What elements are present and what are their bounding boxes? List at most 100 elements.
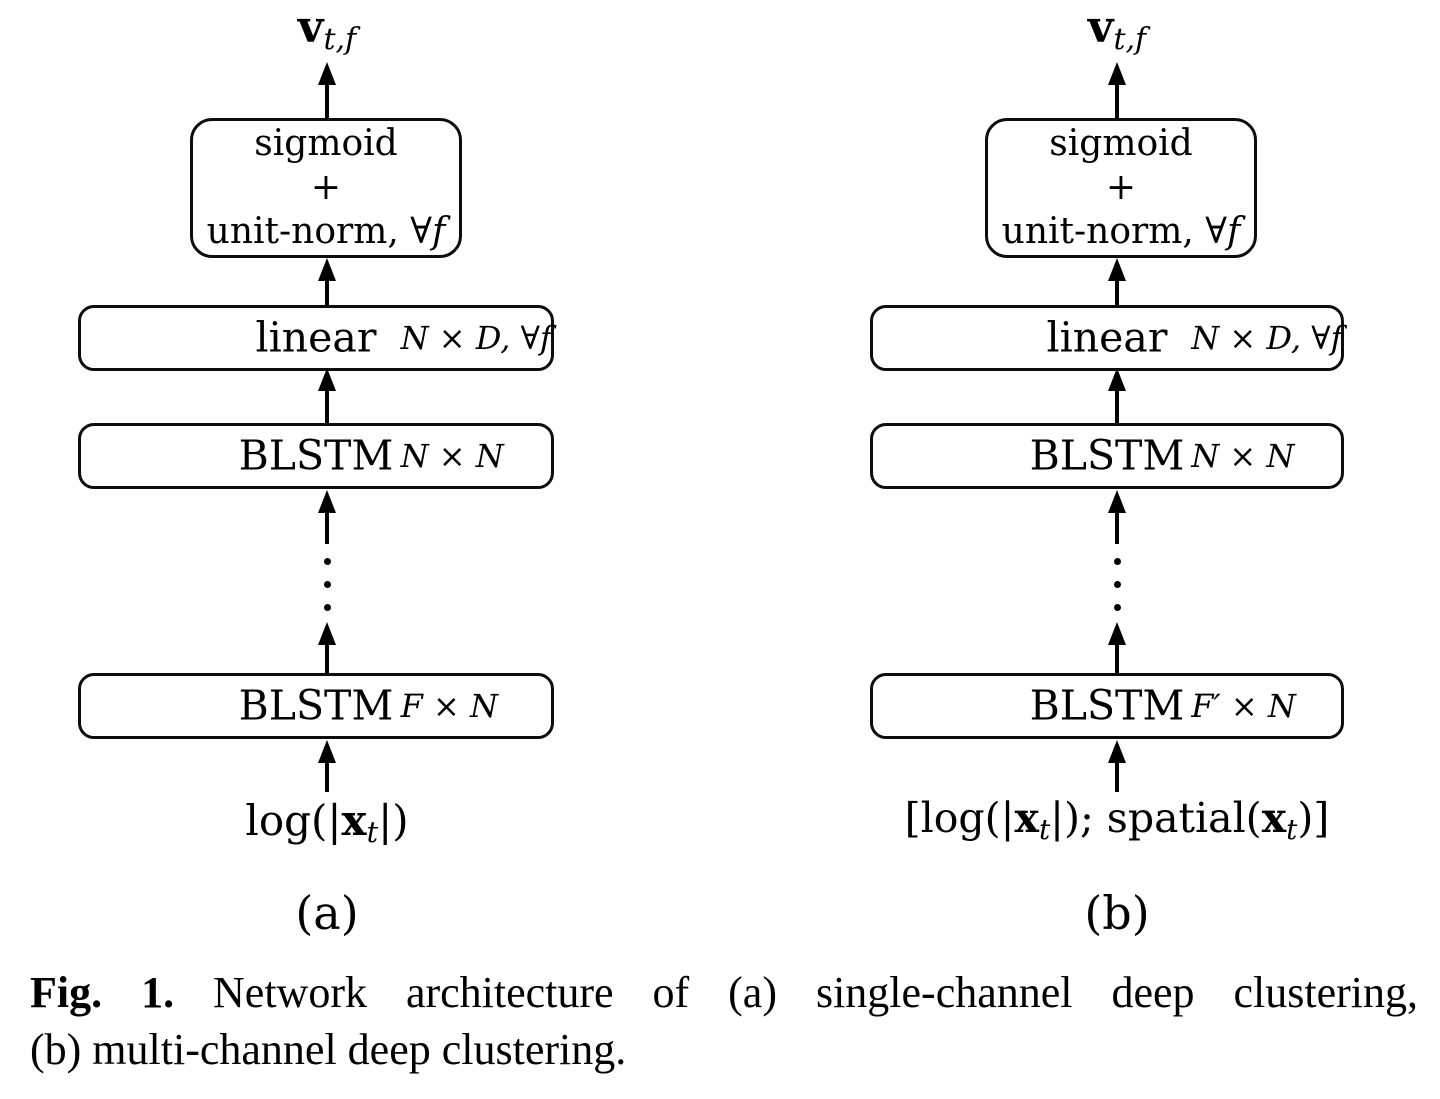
up-arrow-icon <box>1107 258 1127 306</box>
blstm-upper-box-b: BLSTM N × N <box>870 423 1344 489</box>
arrow-stem <box>1115 391 1119 424</box>
math-subscript: t <box>366 815 379 850</box>
layer-name: BLSTM <box>238 681 394 730</box>
input-feature-label-b: [log(|xt|); spatial(xt)] <box>857 794 1377 844</box>
sigmoid-box-text: sigmoid + unit-norm, ∀f <box>988 121 1254 255</box>
layer-dimensions: N × N <box>1191 437 1295 475</box>
arrow-stem <box>1115 281 1119 306</box>
dot <box>1113 604 1121 611</box>
arrow-stem <box>325 513 329 544</box>
dot <box>1113 581 1121 588</box>
dot <box>323 604 331 611</box>
blstm-lower-box-b: BLSTM F′ × N <box>870 673 1344 739</box>
math-f-italic: f <box>432 211 446 252</box>
up-arrow-icon <box>317 258 337 306</box>
dot <box>1113 558 1121 565</box>
arrow-stem <box>1115 763 1119 792</box>
math-subscript: t,f <box>323 22 357 58</box>
arrowhead-icon <box>1108 368 1126 391</box>
up-arrow-icon <box>317 368 337 424</box>
math-x-bold: x <box>1261 794 1287 842</box>
caption-figure-number: Fig. 1. <box>30 968 175 1017</box>
up-arrow-icon <box>317 622 337 673</box>
caption-line-1: Fig. 1. Network architecture of (a) sing… <box>30 964 1418 1021</box>
figure-caption: Fig. 1. Network architecture of (a) sing… <box>30 964 1418 1078</box>
layer-name: BLSTM <box>1029 681 1185 730</box>
sigmoid-unitnorm-box-a: sigmoid + unit-norm, ∀f <box>190 118 462 258</box>
vertical-ellipsis-icon <box>1107 558 1127 611</box>
layer-name: linear <box>1046 313 1168 362</box>
caption-line-2: (b) multi-channel deep clustering. <box>30 1025 627 1074</box>
layer-dimensions: F′ × N <box>1191 687 1296 725</box>
arrowhead-icon <box>318 258 336 281</box>
sigmoid-line: sigmoid <box>254 123 398 164</box>
arrow-stem <box>325 763 329 792</box>
arrowhead-icon <box>1108 490 1126 513</box>
arrowhead-icon <box>318 622 336 645</box>
up-arrow-icon <box>1107 62 1127 118</box>
up-arrow-icon <box>317 490 337 544</box>
up-arrow-icon <box>1107 490 1127 544</box>
math-text: )] <box>1297 794 1330 842</box>
arrow-stem <box>325 281 329 306</box>
arrowhead-icon <box>1108 62 1126 85</box>
arrow-stem <box>325 85 329 118</box>
arrow-stem <box>325 391 329 424</box>
math-text: [log(| <box>904 794 1015 842</box>
layer-name: BLSTM <box>1029 431 1185 480</box>
unitnorm-text: unit-norm, ∀ <box>206 211 432 252</box>
up-arrow-icon <box>317 62 337 118</box>
math-subscript: t,f <box>1113 22 1147 58</box>
layer-name: linear <box>255 313 377 362</box>
layer-dimensions: N × N <box>400 437 504 475</box>
math-text: |) <box>378 796 409 845</box>
up-arrow-icon <box>1107 622 1127 673</box>
up-arrow-icon <box>317 740 337 792</box>
arrowhead-icon <box>318 490 336 513</box>
math-x-bold: x <box>341 796 367 845</box>
input-feature-label-a: log(|xt|) <box>127 796 527 847</box>
arrow-stem <box>325 645 329 673</box>
up-arrow-icon <box>1107 368 1127 424</box>
plus-line: + <box>310 167 342 208</box>
sigmoid-box-text: sigmoid + unit-norm, ∀f <box>193 121 459 255</box>
linear-layer-box-b: linear N × D, ∀f <box>870 305 1344 371</box>
subfigure-tag-a: (a) <box>295 886 359 940</box>
linear-layer-box-a: linear N × D, ∀f <box>78 305 554 371</box>
math-f-italic: f <box>1227 211 1241 252</box>
math-text: log(| <box>245 796 342 845</box>
output-embedding-label-a: vt,f <box>177 6 477 55</box>
math-v-bold: v <box>1087 2 1114 53</box>
arrowhead-icon <box>1108 258 1126 281</box>
arrow-stem <box>1115 513 1119 544</box>
layer-name: BLSTM <box>238 431 394 480</box>
arrowhead-icon <box>318 740 336 763</box>
vertical-ellipsis-icon <box>317 558 337 611</box>
math-v-bold: v <box>297 2 324 53</box>
up-arrow-icon <box>1107 740 1127 792</box>
blstm-upper-box-a: BLSTM N × N <box>78 423 554 489</box>
arrowhead-icon <box>1108 740 1126 763</box>
dot <box>323 581 331 588</box>
math-text: |); spatial( <box>1050 794 1262 842</box>
dot <box>323 558 331 565</box>
sigmoid-unitnorm-box-b: sigmoid + unit-norm, ∀f <box>985 118 1257 258</box>
layer-dimensions: N × D, ∀f <box>400 319 552 357</box>
math-x-bold: x <box>1014 794 1039 842</box>
caption-text: Network architecture of (a) single-chann… <box>213 968 1418 1017</box>
output-embedding-label-b: vt,f <box>967 6 1267 55</box>
sigmoid-line: sigmoid <box>1049 123 1193 164</box>
math-subscript: t <box>1286 812 1298 846</box>
arrowhead-icon <box>318 62 336 85</box>
unitnorm-line: unit-norm, ∀f <box>1002 210 1241 254</box>
math-subscript: t <box>1038 812 1051 846</box>
plus-line: + <box>1105 167 1137 208</box>
arrowhead-icon <box>318 368 336 391</box>
unitnorm-line: unit-norm, ∀f <box>207 210 446 254</box>
arrow-stem <box>1115 645 1119 673</box>
blstm-lower-box-a: BLSTM F × N <box>78 673 554 739</box>
unitnorm-text: unit-norm, ∀ <box>1001 211 1227 252</box>
arrowhead-icon <box>1108 622 1126 645</box>
subfigure-tag-b: (b) <box>1084 886 1150 940</box>
